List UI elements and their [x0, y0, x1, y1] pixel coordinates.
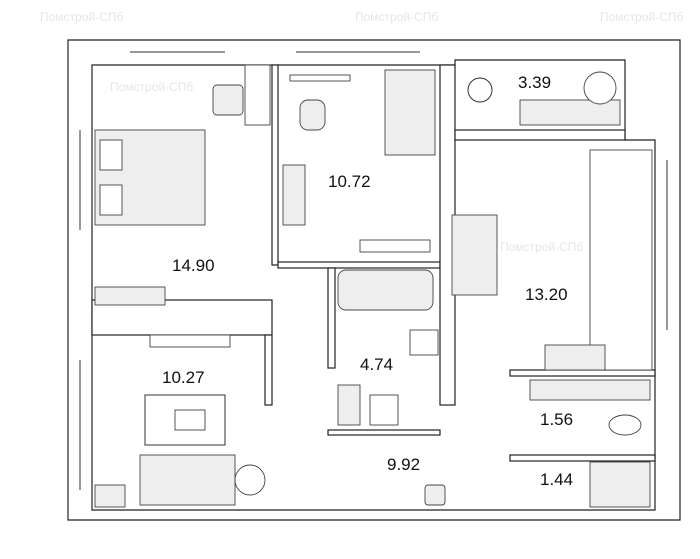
interior-walls — [91, 64, 656, 462]
bed-double — [94, 129, 206, 226]
room-area-label: 14.90 — [172, 256, 215, 275]
plant-icon — [467, 77, 493, 103]
watermark: Помстрой-СПб — [500, 240, 584, 254]
table-round — [583, 71, 617, 105]
nightstand — [212, 84, 244, 116]
windows — [79, 51, 668, 490]
watermark: Помстрой-СПб — [40, 10, 124, 24]
bathtub — [337, 269, 434, 311]
tv-stand — [149, 334, 231, 348]
kitchen-counter — [589, 149, 653, 371]
room-area-label: 1.44 — [540, 470, 574, 489]
wardrobe — [94, 286, 166, 306]
watermark: Помстрой-СПб — [355, 10, 439, 24]
room-area-label: 3.39 — [518, 73, 552, 92]
shelf — [282, 164, 306, 226]
room-area-label: 9.92 — [387, 455, 421, 474]
dining-table — [451, 214, 498, 296]
table-round — [234, 464, 266, 496]
shelf — [529, 379, 651, 401]
room-area-label: 4.74 — [360, 355, 394, 374]
room-area-label: 10.72 — [328, 172, 371, 191]
washing-machine — [369, 394, 399, 426]
washbasin — [409, 329, 439, 356]
wardrobe — [244, 64, 271, 126]
sofa — [519, 99, 621, 126]
room-area-label: 13.20 — [525, 285, 568, 304]
room-area-label: 1.56 — [540, 410, 574, 429]
shelf — [94, 484, 126, 508]
bed-single — [384, 69, 436, 156]
pouf — [424, 484, 446, 506]
toilet-bowl — [608, 414, 642, 436]
desk — [289, 74, 351, 82]
rug — [144, 394, 226, 446]
shelf — [589, 461, 651, 508]
laptop-icon — [174, 409, 206, 431]
dresser — [359, 239, 431, 253]
cabinet — [337, 384, 361, 426]
sink — [544, 344, 606, 371]
watermark: Помстрой-СПб — [110, 80, 194, 94]
sofa — [139, 454, 236, 506]
chair — [299, 99, 326, 131]
watermark: Помстрой-СПб — [600, 10, 684, 24]
room-area-label: 10.27 — [162, 368, 205, 387]
